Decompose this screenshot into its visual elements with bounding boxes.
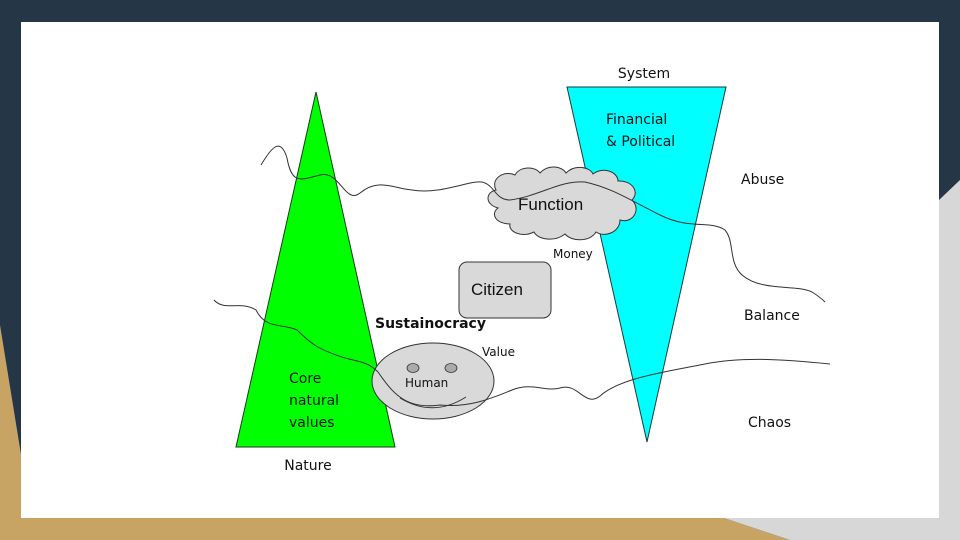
citizen-box bbox=[458, 261, 552, 319]
natural-label: natural bbox=[289, 393, 339, 409]
political-label: & Political bbox=[606, 134, 675, 150]
function-cloud bbox=[487, 166, 637, 241]
left-eye-icon bbox=[406, 363, 420, 373]
values-label: values bbox=[289, 415, 335, 431]
human-label: Human bbox=[405, 376, 448, 390]
abuse-label: Abuse bbox=[741, 172, 784, 188]
system-label: System bbox=[618, 66, 670, 82]
right-eye-icon bbox=[444, 363, 458, 373]
core-label: Core bbox=[289, 371, 321, 387]
function-label: Function bbox=[518, 195, 583, 214]
upper-wave-line bbox=[260, 145, 826, 303]
chaos-label: Chaos bbox=[748, 415, 791, 431]
sustainocracy-label: Sustainocracy bbox=[375, 316, 486, 332]
background-gold bbox=[0, 325, 790, 540]
money-label: Money bbox=[553, 247, 593, 261]
value-label: Value bbox=[482, 345, 515, 359]
nature-triangle bbox=[235, 91, 396, 448]
nature-label: Nature bbox=[284, 458, 331, 474]
financial-label: Financial bbox=[606, 112, 667, 128]
citizen-label: Citizen bbox=[471, 280, 523, 299]
lower-wave-line bbox=[213, 299, 831, 407]
balance-label: Balance bbox=[744, 308, 800, 324]
